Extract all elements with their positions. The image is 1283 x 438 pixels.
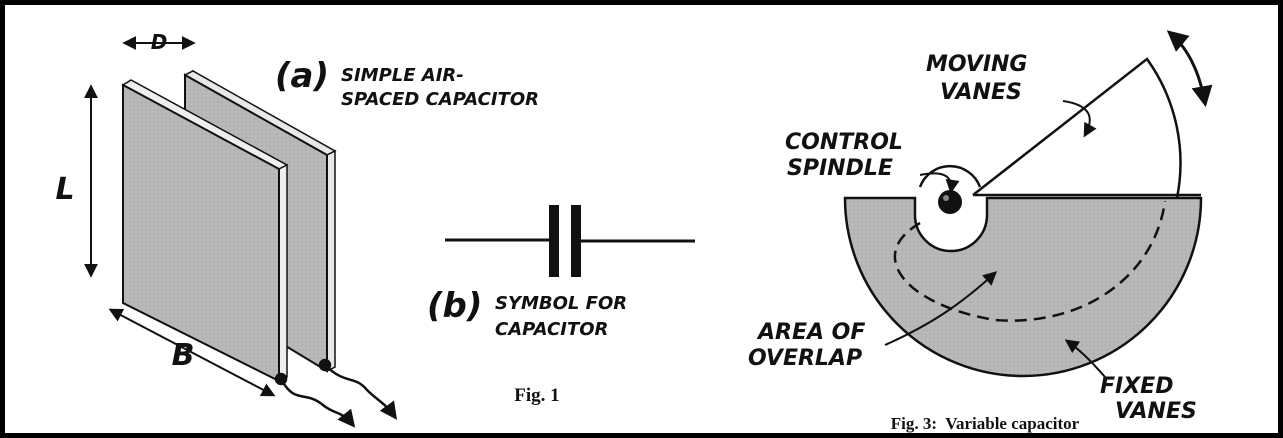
figure-1-caption: Fig. 1 — [514, 385, 559, 406]
control-spindle-pointer — [919, 172, 960, 194]
label-a-marker: (a) — [275, 56, 329, 96]
fixed-vanes-line1: FIXED — [1100, 374, 1173, 399]
variable-capacitor-diagram — [843, 30, 1213, 378]
label-b-marker: (b) — [427, 286, 482, 326]
front-plate — [121, 79, 289, 383]
moving-vanes-pointer — [1062, 100, 1097, 138]
dimension-b-arrow — [108, 308, 276, 397]
label-a-line1: SIMPLE AIR- — [341, 65, 464, 86]
label-b-line2: CAPACITOR — [495, 319, 608, 340]
dimension-l-label: L — [55, 172, 74, 207]
moving-vanes — [972, 57, 1182, 199]
figure-3-caption: Fig. 3: Variable capacitor — [891, 414, 1080, 433]
rotation-arrow — [1166, 30, 1213, 108]
overlap-boundary — [893, 200, 1167, 322]
control-spindle-line2: SPINDLE — [787, 156, 893, 181]
fixed-vanes — [843, 196, 1203, 378]
diagram-canvas: D L B (a) SIMPLE AIR- SPACED CAPACITOR (… — [55, 30, 1213, 433]
label-a-line2: SPACED CAPACITOR — [341, 89, 539, 110]
control-spindle — [938, 190, 962, 214]
moving-vanes-line2: VANES — [940, 80, 1022, 105]
plate-leads — [274, 358, 398, 428]
capacitor-symbol — [445, 205, 695, 277]
dimension-d-label: D — [151, 30, 168, 54]
label-b-line1: SYMBOL FOR — [495, 293, 627, 314]
area-overlap-line2: OVERLAP — [748, 346, 862, 371]
fixed-vanes-pointer — [1064, 339, 1106, 378]
dimension-b-label: B — [172, 338, 195, 373]
fixed-vanes-line2: VANES — [1115, 399, 1197, 424]
moving-vanes-line1: MOVING — [926, 52, 1028, 77]
air-capacitor-diagram — [84, 36, 398, 428]
control-spindle-line1: CONTROL — [785, 130, 903, 155]
area-overlap-line1: AREA OF — [756, 320, 865, 345]
area-overlap-pointer — [884, 271, 998, 346]
